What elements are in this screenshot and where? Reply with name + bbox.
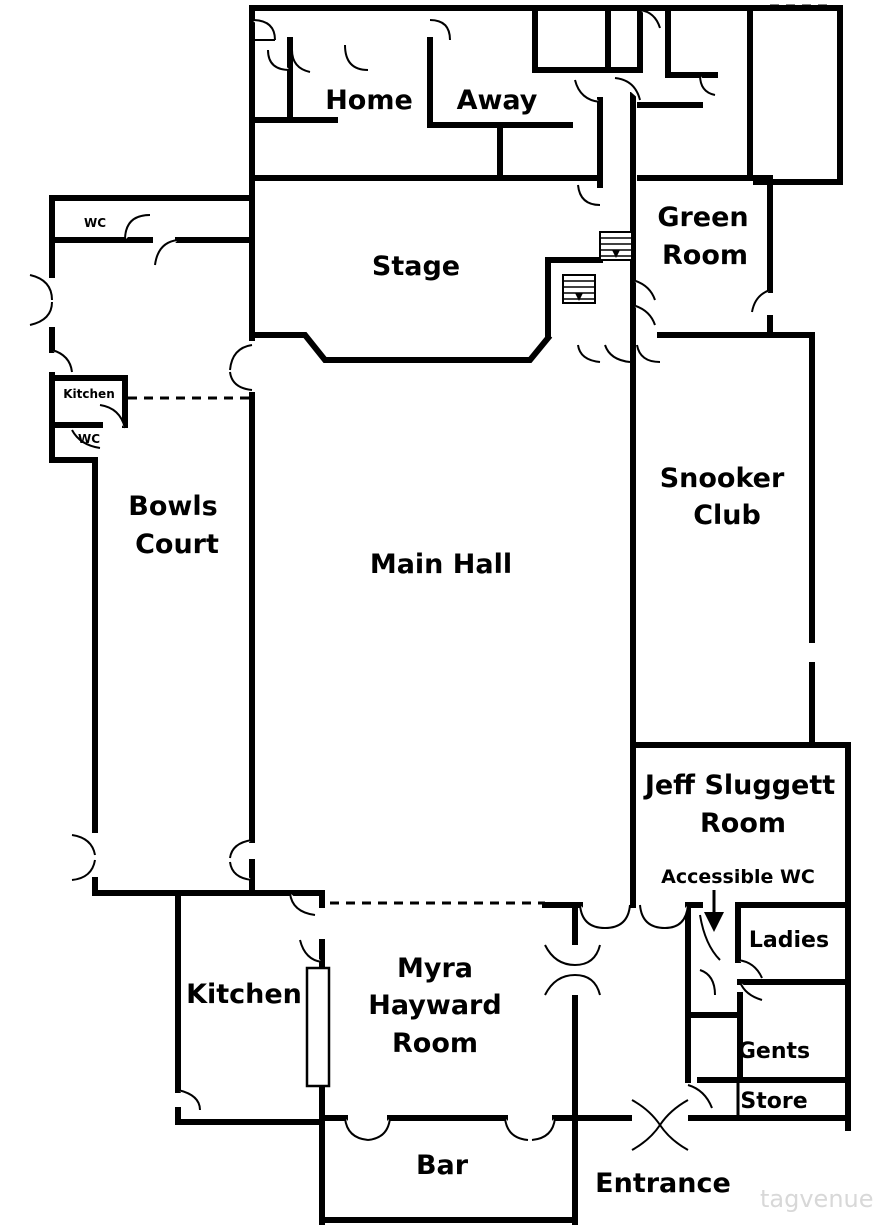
label-away: Away xyxy=(457,85,538,116)
label-bowls-court-1: Bowls xyxy=(128,491,217,522)
walls xyxy=(49,5,851,1225)
label-jeff-sluggett-2: Room xyxy=(700,808,786,839)
label-home: Home xyxy=(325,85,413,116)
serving-hatch xyxy=(305,966,331,1088)
label-jeff-sluggett-1: Jeff Sluggett xyxy=(643,770,835,801)
label-bar: Bar xyxy=(416,1150,469,1181)
doors xyxy=(29,9,771,1151)
label-gents: Gents xyxy=(738,1039,810,1064)
label-wc-top: WC xyxy=(84,216,106,230)
watermark: tagvenue xyxy=(760,1185,873,1213)
label-store: Store xyxy=(740,1089,807,1114)
label-myra-2: Hayward xyxy=(368,990,501,1021)
label-accessible-wc: Accessible WC xyxy=(661,866,815,888)
label-ladies: Ladies xyxy=(749,928,829,953)
label-myra-1: Myra xyxy=(397,953,473,984)
label-entrance: Entrance xyxy=(595,1168,731,1199)
stairs-lower xyxy=(562,274,596,304)
label-stage: Stage xyxy=(372,251,460,282)
label-myra-3: Room xyxy=(392,1028,478,1059)
label-wc-small: WC xyxy=(78,432,100,446)
label-bowls-court-2: Court xyxy=(135,529,219,560)
stairs-upper xyxy=(599,231,633,261)
label-snooker-club-1: Snooker xyxy=(660,463,785,494)
label-snooker-club-2: Club xyxy=(693,500,761,531)
label-green-room-2: Room xyxy=(662,240,748,271)
label-kitchen: Kitchen xyxy=(186,979,302,1010)
room-labels: Home Away Stage Green Room WC Kitchen WC… xyxy=(63,85,835,1199)
open-boundaries xyxy=(128,4,830,905)
label-kitchen-small: Kitchen xyxy=(63,387,115,401)
accessible-wc-arrow xyxy=(704,890,724,932)
label-green-room-1: Green xyxy=(657,202,748,233)
label-main-hall: Main Hall xyxy=(370,549,512,580)
